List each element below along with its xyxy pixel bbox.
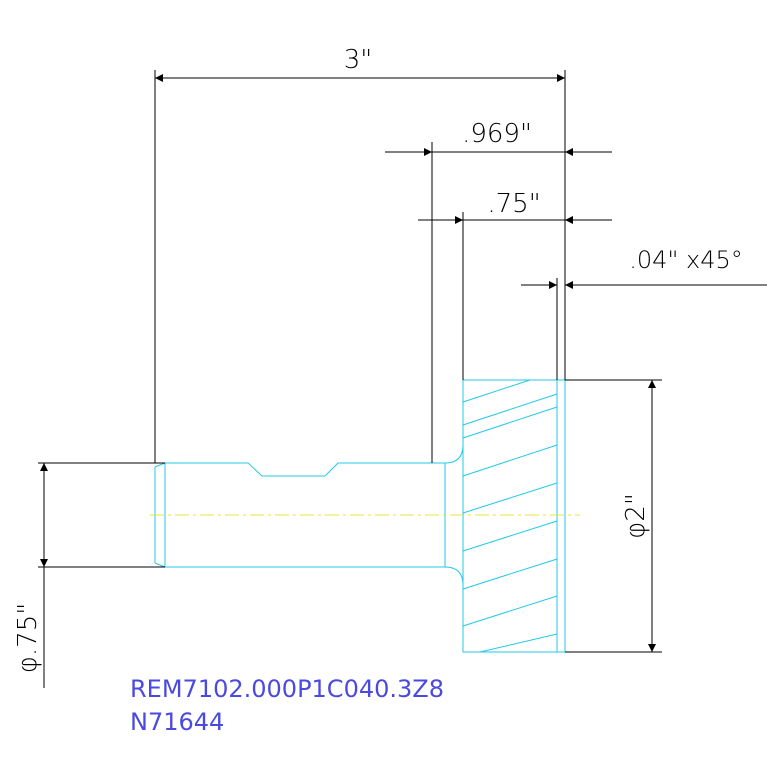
- hub-length-label: .969": [462, 119, 532, 149]
- drawing-number: N71644: [130, 708, 224, 736]
- shaft-outline: [154, 444, 464, 586]
- gear-length-label: .75": [487, 189, 540, 219]
- chamfer-label: .04" x45°: [629, 246, 743, 274]
- dimension-lines: [38, 70, 767, 688]
- part-outline: [154, 379, 566, 653]
- overall-length-label: 3": [344, 45, 373, 75]
- gear-hatching: [462, 379, 558, 653]
- gear-diameter-label: φ2": [621, 493, 651, 539]
- gear-body: [462, 379, 566, 653]
- shaft-diameter-label: φ.75": [13, 603, 43, 673]
- part-number: REM7102.000P1C040.3Z8: [130, 675, 444, 703]
